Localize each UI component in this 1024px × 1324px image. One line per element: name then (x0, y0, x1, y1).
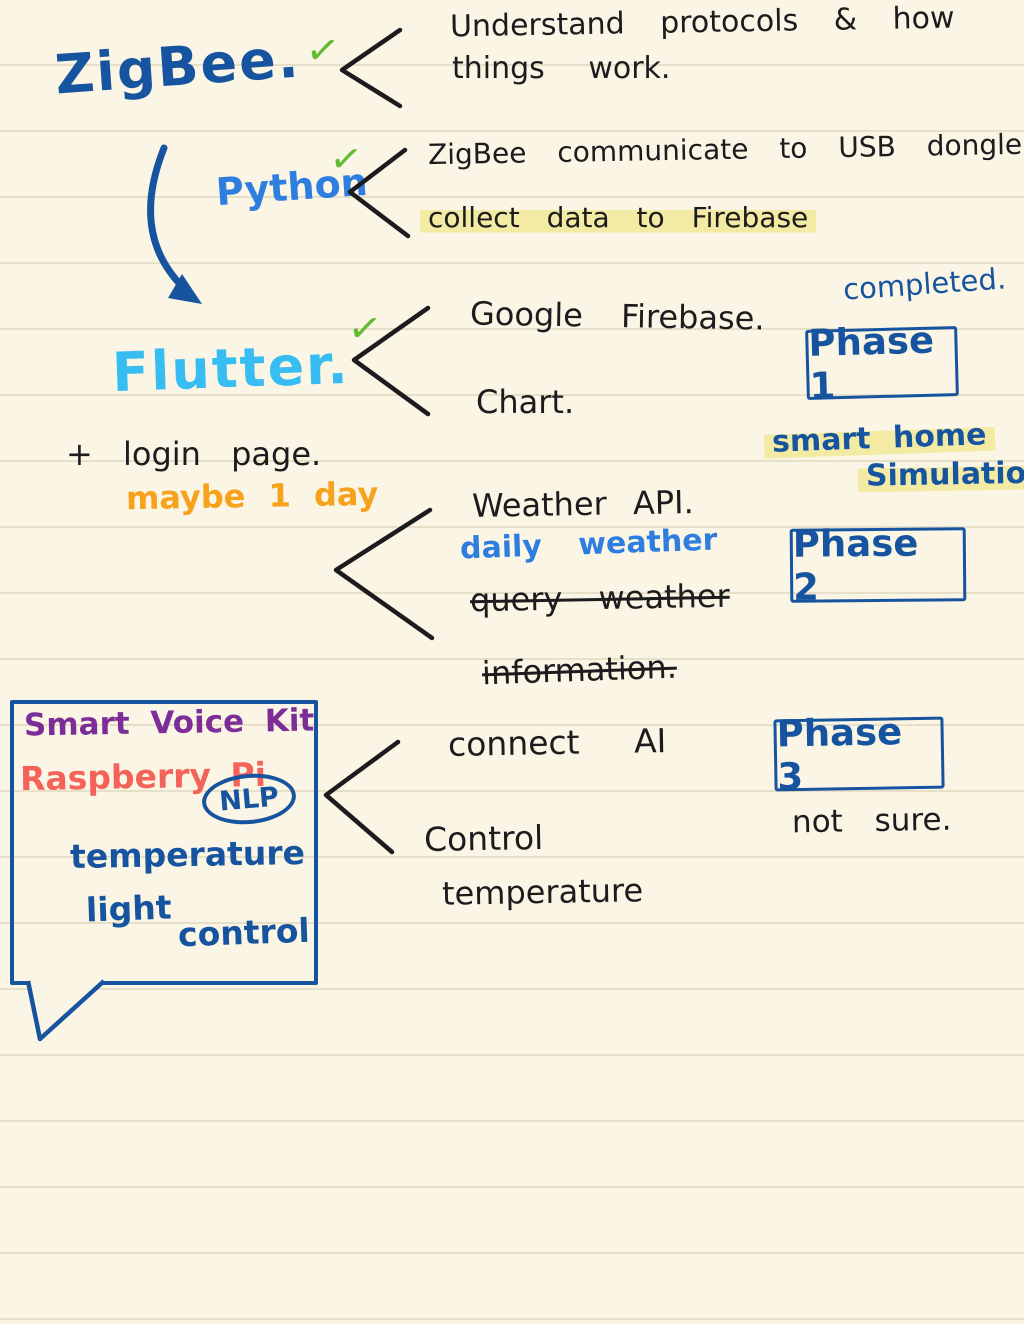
zigbee-note-line1: Understand protocols & how (449, 0, 955, 45)
phase3-note-temperature: temperature (441, 871, 644, 913)
highlighted-text: smart home (763, 416, 996, 461)
phase2-note-information-struck: information. (481, 647, 678, 693)
branch-bracket-flutter-icon (351, 305, 431, 417)
flutter-note-line1: Google Firebase. (469, 294, 765, 338)
branch-bracket-weather-icon (333, 507, 435, 641)
zigbee-title: ZigBee. (53, 26, 303, 107)
python-note-line1: ZigBee communicate to USB dongle (427, 127, 1023, 172)
speech-bubble-tail-icon (25, 979, 106, 1042)
highlighted-text: Simulation. (857, 455, 1024, 494)
python-note-line2: collect data to Firebase (420, 201, 817, 234)
phase3-status: not sure. (791, 801, 952, 841)
branch-bracket-zigbee-icon (339, 27, 403, 109)
highlighted-text: collect data to Firebase (420, 201, 817, 234)
phase2-note-weather-api: Weather API. (471, 483, 695, 525)
branch-bracket-ai-icon (323, 739, 401, 855)
voice-kit-bubble (10, 700, 318, 985)
flutter-note-line2: Chart. (476, 383, 575, 421)
phase3-note-control: Control (423, 817, 544, 860)
zigbee-note-line2: things work. (452, 51, 671, 86)
phase1-annotation-line1: smart home (763, 416, 996, 461)
phase2-box: Phase 2 (789, 522, 967, 609)
voice-kit-line-temperature: temperature (69, 832, 306, 877)
flutter-login-note: + login page. (66, 435, 322, 473)
voice-kit-line-light: light (85, 887, 173, 930)
phase1-box: Phase 1 (805, 319, 959, 408)
voice-kit-line-control: control (177, 910, 311, 955)
branch-bracket-python-icon (347, 147, 411, 239)
phase3-note-connect-ai: connect AI (447, 721, 667, 764)
phase2-note-query-weather-struck: query weather (469, 576, 730, 620)
voice-kit-line-smart-voice-kit: Smart Voice Kit (23, 702, 315, 744)
phase1-annotation-line2: Simulation. (857, 455, 1024, 494)
flow-arrow-icon (147, 144, 202, 304)
flutter-title: Flutter. (110, 332, 351, 405)
phase1-status: completed. (841, 261, 1008, 307)
check-icon-zigbee: ✓ (302, 25, 343, 77)
phase2-note-daily-weather: daily weather (459, 522, 718, 567)
phase3-box: Phase 3 (773, 710, 945, 798)
